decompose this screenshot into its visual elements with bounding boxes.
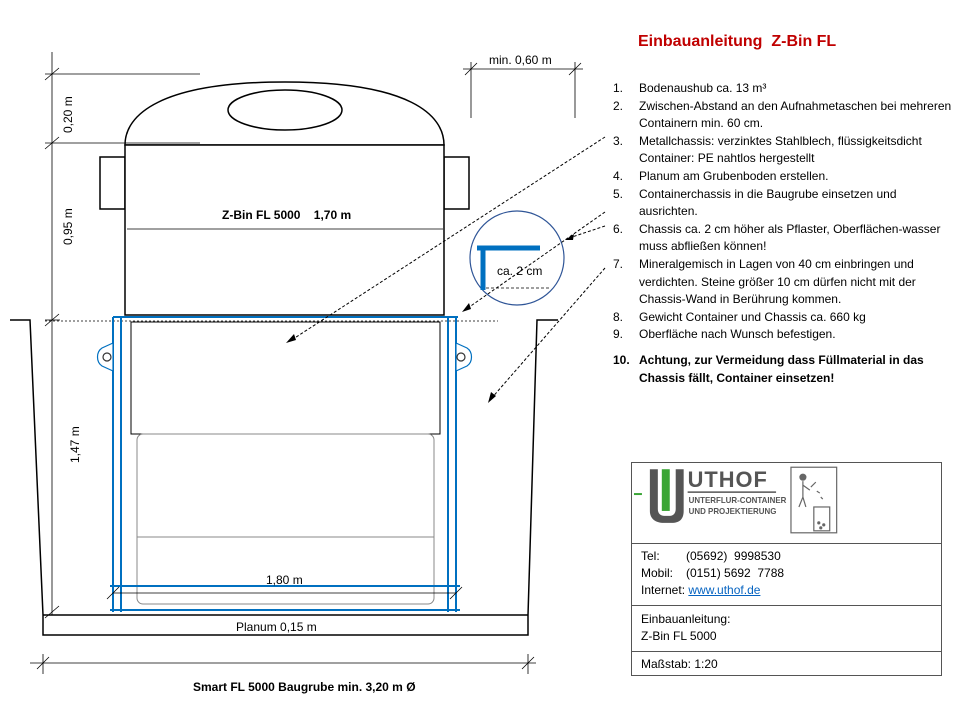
height-top-label: 0,20 m xyxy=(61,96,75,133)
metal-chassis xyxy=(110,316,460,612)
scale-label: Maßstab: 1:20 xyxy=(641,657,718,671)
top-width-dimension xyxy=(463,62,583,118)
mobile-line: Mobil:(0151) 5692 7788 xyxy=(641,566,785,580)
step-9: 9.Oberfläche nach Wunsch befestigen. xyxy=(613,327,836,342)
website-line: Internet: www.uthof.de xyxy=(641,583,761,597)
logo-letters: UTHOF xyxy=(688,467,768,492)
step-1: 1.Bodenaushub ca. 13 m³ xyxy=(613,81,767,95)
page-title: Einbauanleitung Z-Bin FL xyxy=(638,33,837,50)
step-8: 8.Gewicht Container und Chassis ca. 660 … xyxy=(613,309,866,324)
container-label: Z-Bin FL 5000 1,70 m xyxy=(222,208,351,222)
pit-width-dimension xyxy=(30,654,536,674)
step-3: 3.Metallchassis: verzinktes Stahlblech, … xyxy=(613,133,922,166)
instruction-list: 1.Bodenaushub ca. 13 m³ 2.Zwischen-Absta… xyxy=(613,80,958,387)
step-5: 5.Containerchassis in die Baugrube einse… xyxy=(613,186,897,219)
instruction-section: Einbauanleitung: Z-Bin FL 5000 xyxy=(632,605,941,651)
step-6: 6.Chassis ca. 2 cm höher als Pflaster, O… xyxy=(613,221,941,254)
website-link[interactable]: www.uthof.de xyxy=(688,583,761,597)
detail-circle: ca. 2 cm xyxy=(469,210,565,306)
planum-label: Planum 0,15 m xyxy=(236,620,317,634)
step-7: 7.Mineralgemisch in Lagen von 40 cm einb… xyxy=(613,256,916,307)
height-middle-label: 0,95 m xyxy=(61,208,75,245)
height-bottom-label: 1,47 m xyxy=(68,426,82,463)
step-2: 2.Zwischen-Abstand an den Aufnahmetasche… xyxy=(613,98,952,131)
step-4: 4.Planum am Grubenboden erstellen. xyxy=(613,168,829,183)
logo-line2: UND PROJEKTIERUNG xyxy=(689,507,777,516)
container-top xyxy=(99,81,470,316)
waste-bin-icon xyxy=(790,466,838,534)
reference-arrows xyxy=(289,136,606,401)
instruction-label: Einbauanleitung: xyxy=(641,612,731,626)
contact-section: Tel:(05692) 9998530 Mobil:(0151) 5692 77… xyxy=(632,543,941,605)
footer-caption: Smart FL 5000 Baugrube min. 3,20 m Ø xyxy=(193,680,416,694)
step-10-warning: 10.Achtung, zur Vermeidung dass Füllmate… xyxy=(613,352,924,385)
chassis-width-label: 1,80 m xyxy=(266,573,303,587)
chassis-width-dimension xyxy=(106,586,463,600)
lifting-lugs xyxy=(96,342,473,372)
vertical-dimension xyxy=(44,52,200,619)
company-logo: UTHOF UNTERFLUR-CONTAINER UND PROJEKTIER… xyxy=(633,466,838,534)
excavation-pit xyxy=(10,319,558,636)
company-info-box: UTHOF UNTERFLUR-CONTAINER UND PROJEKTIER… xyxy=(631,462,942,676)
instruction-product: Z-Bin FL 5000 xyxy=(641,629,717,643)
top-width-label: min. 0,60 m xyxy=(489,53,552,67)
scale-section: Maßstab: 1:20 xyxy=(632,651,941,677)
logo-line1: UNTERFLUR-CONTAINER xyxy=(689,496,787,505)
arrow-heads xyxy=(286,234,574,403)
phone-line: Tel:(05692) 9998530 xyxy=(641,549,781,563)
container-lower-body xyxy=(130,321,441,605)
detail-label: ca. 2 cm xyxy=(497,264,542,278)
